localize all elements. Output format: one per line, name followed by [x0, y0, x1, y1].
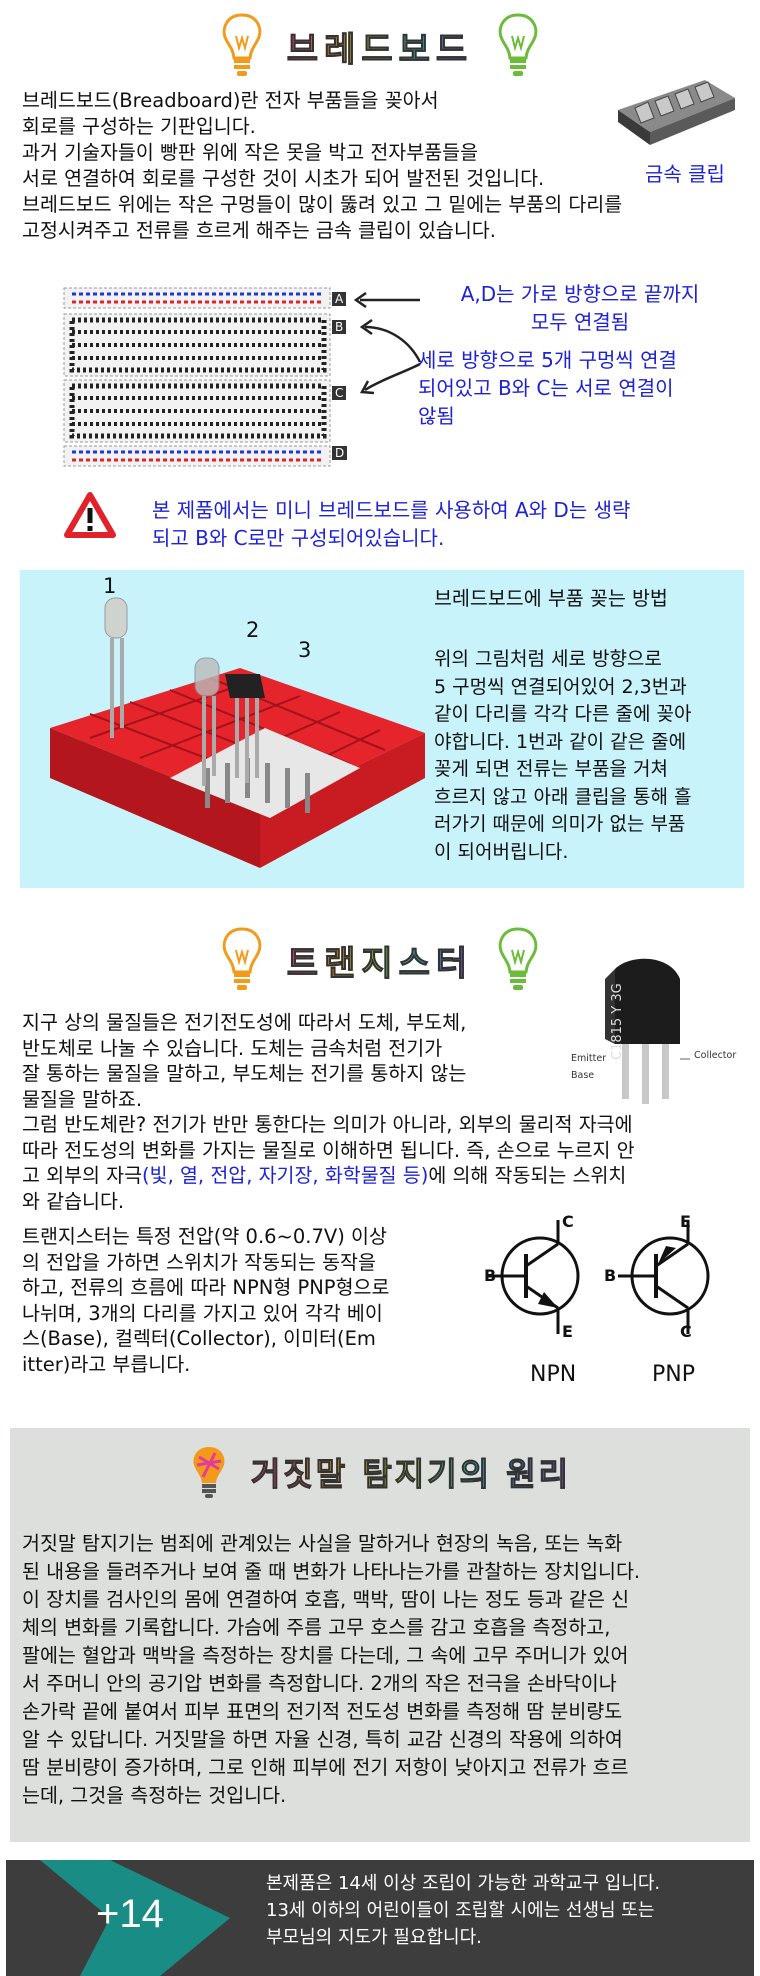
liedetector-title: 거짓말 탐지기의 원리 — [250, 1449, 571, 1495]
footer-notice: 본제품은 14세 이상 조립이 가능한 과학교구 입니다. 13세 이하의 어린… — [266, 1873, 661, 1948]
pin-label-emitter: Emitter — [571, 1053, 607, 1064]
lightbulb-icon — [495, 12, 541, 80]
part-label-1: 1 — [103, 574, 117, 598]
part-label-3: 3 — [298, 638, 312, 662]
part-label-2: 2 — [246, 618, 260, 642]
row-label-c: C — [332, 386, 347, 400]
arrow-icons — [350, 282, 430, 402]
lightbulb-icon — [189, 1443, 229, 1501]
howto-text: 위의 그림처럼 세로 방향으로 5 구멍씩 연결되어있어 2,3번과 같이 다리… — [434, 648, 692, 863]
npn-e-label: E — [562, 1322, 573, 1341]
transistor-title-row: 트랜지스터 — [0, 924, 760, 996]
warning-icon — [64, 492, 116, 538]
pnp-symbol — [618, 1220, 710, 1334]
transistor-image — [570, 954, 745, 1109]
npn-b-label: B — [484, 1266, 497, 1285]
warning-text: 본 제품에서는 미니 브레드보드를 사용하여 A와 D는 생략 되고 B와 C로… — [152, 498, 631, 550]
row-label-b: B — [332, 320, 347, 334]
transistor-text-1: 지구 상의 물질들은 전기전도성에 따라서 도체, 부도체, 반도체로 나눌 수… — [22, 1011, 467, 1111]
lightbulb-icon — [495, 926, 541, 994]
transistor-text-2: 그럼 반도체란? 전기가 반만 통한다는 의미가 아니라, 외부의 물리적 자극… — [22, 1112, 742, 1214]
note-bc: 세로 방향으로 5개 구멍씩 연결 되어있고 B와 C는 서로 연결이 않됨 — [418, 348, 677, 428]
transistor-text-2a: 그럼 반도체란? 전기가 반만 통한다는 의미가 아니라, 외부의 물리적 자극… — [22, 1113, 635, 1187]
breadboard-title-row: 브레드보드 — [0, 10, 760, 82]
age-badge: +14 — [96, 1892, 164, 1936]
transistor-text-3: 트랜지스터는 특정 전압(약 0.6~0.7V) 이상 의 전압을 가하면 스위… — [22, 1225, 390, 1376]
breadboard-intro: 브레드보드(Breadboard)란 전자 부품들을 꽂아서 회로를 구성하는 … — [22, 89, 623, 242]
npn-label: NPN — [530, 1362, 577, 1387]
lightbulb-icon — [219, 12, 265, 80]
transistor-title: 트랜지스터 — [286, 936, 473, 985]
pnp-label: PNP — [652, 1362, 695, 1387]
lightbulb-icon — [219, 926, 265, 994]
howto-title: 브레드보드에 부품 꽂는 방법 — [434, 587, 668, 610]
liedetector-panel — [10, 1428, 750, 1842]
chip-marking: C1815 Y 3G — [610, 983, 625, 1060]
npn-c-label: C — [562, 1212, 574, 1231]
pin-label-collector: Collector — [694, 1050, 737, 1061]
pnp-b-label: B — [604, 1266, 617, 1285]
age-badge-shape — [40, 1860, 240, 1976]
liedetector-text: 거짓말 탐지기는 범죄에 관계있는 사실을 말하거나 현장의 녹음, 또는 녹화… — [22, 1532, 641, 1807]
note-ad: A,D는 가로 방향으로 끝까지 모두 연결됨 — [460, 282, 700, 334]
metal-clip-label: 금속 클립 — [645, 162, 725, 186]
liedetector-title-row: 거짓말 탐지기의 원리 — [0, 1440, 760, 1504]
metal-clip-image — [610, 60, 740, 150]
row-label-a: A — [332, 292, 347, 306]
npn-pnp-symbols — [480, 1214, 740, 1344]
row-label-d: D — [332, 446, 348, 460]
pin-label-base: Base — [571, 1070, 595, 1081]
pnp-c-label: C — [680, 1322, 692, 1341]
transistor-text-2b: 에 의해 작동되는 스위치 와 같습니다. — [22, 1164, 627, 1213]
breadboard-title: 브레드보드 — [286, 22, 473, 71]
stimulus-highlight: (빛, 열, 전압, 자기장, 화학물질 등) — [142, 1164, 429, 1187]
mini-breadboard-image — [30, 578, 430, 884]
npn-symbol — [488, 1220, 580, 1334]
pnp-e-label: E — [680, 1212, 691, 1231]
breadboard-diagram — [62, 286, 352, 468]
